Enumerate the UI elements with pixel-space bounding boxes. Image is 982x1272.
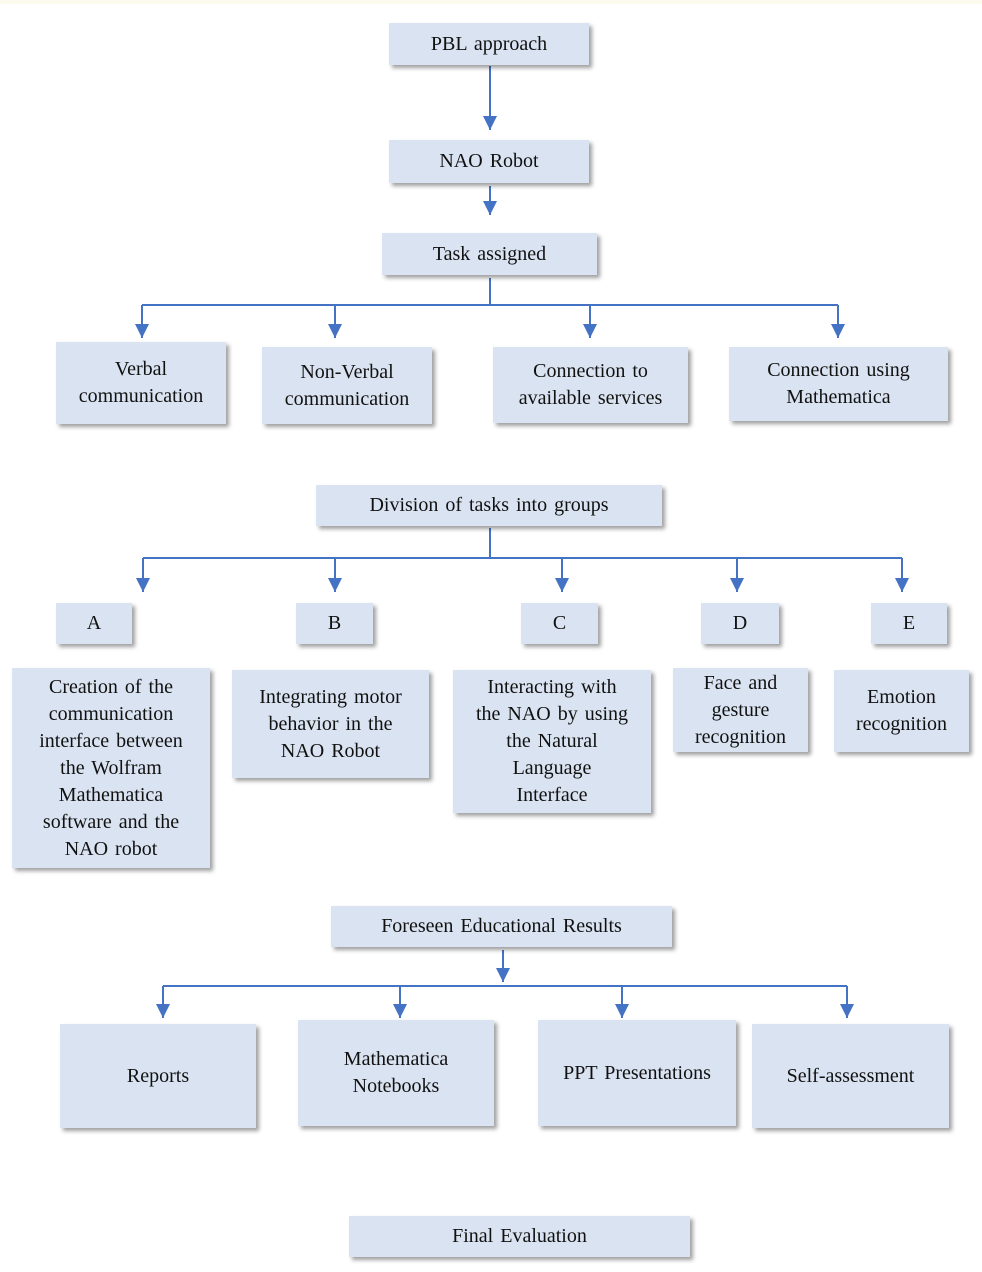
result-label-self-assessment: Self-assessment (786, 1064, 915, 1087)
final-evaluation-box: Final Evaluation (349, 1216, 690, 1257)
group-task-c-label: Interacting with the NAO by using the Na… (475, 676, 629, 806)
area-box-verbal: Verbal communication (56, 342, 226, 424)
division-box: Division of tasks into groups (316, 485, 662, 526)
area-label-mathematica: Connection using Mathematica (767, 359, 910, 408)
task-assigned-box: Task assigned (382, 233, 597, 275)
foreseen-results-label: Foreseen Educational Results (381, 915, 622, 937)
pbl-approach-label: PBL approach (430, 32, 548, 55)
group-letter-c: C (521, 603, 598, 644)
area-label-non-verbal: Non-Verbal communication (284, 360, 410, 410)
area-box-services: Connection to available services (493, 347, 688, 423)
group-letter-b-label: B (327, 612, 342, 634)
group-task-d: Face and gesture recognition (673, 668, 808, 752)
final-evaluation-label: Final Evaluation (452, 1225, 587, 1247)
division-label: Division of tasks into groups (369, 494, 609, 516)
group-letter-d-label: D (732, 612, 748, 634)
nao-robot-box: NAO Robot (389, 140, 589, 183)
pbl-approach-box: PBL approach (389, 23, 589, 65)
group-letter-e-label: E (902, 612, 916, 634)
result-label-notebooks: Mathematica Notebooks (343, 1048, 449, 1097)
group-letter-c-label: C (552, 612, 567, 634)
group-task-b: Integrating motor behavior in the NAO Ro… (232, 670, 429, 778)
group-task-a: Creation of the communication interface … (12, 668, 210, 868)
nao-robot-label: NAO Robot (439, 150, 539, 172)
task-assigned-label: Task assigned (432, 242, 547, 265)
result-box-reports: Reports (60, 1024, 256, 1128)
group-task-b-label: Integrating motor behavior in the NAO Ro… (259, 685, 402, 762)
area-box-mathematica: Connection using Mathematica (729, 347, 948, 421)
foreseen-results-box: Foreseen Educational Results (331, 906, 672, 947)
group-task-a-label: Creation of the communication interface … (39, 675, 183, 860)
result-label-ppt: PPT Presentations (563, 1061, 711, 1084)
group-task-c: Interacting with the NAO by using the Na… (453, 670, 651, 813)
top-strip (0, 0, 982, 4)
result-box-notebooks: Mathematica Notebooks (298, 1020, 494, 1126)
area-label-services: Connection to available services (518, 360, 663, 409)
group-letter-a-label: A (86, 612, 102, 634)
result-box-ppt: PPT Presentations (538, 1020, 736, 1126)
group-letter-d: D (701, 603, 779, 644)
group-task-d-label: Face and gesture recognition (694, 671, 787, 748)
group-letter-b: B (296, 603, 373, 644)
result-box-self-assessment: Self-assessment (752, 1024, 949, 1128)
group-task-e: Emotion recognition (834, 670, 969, 752)
group-task-e-label: Emotion recognition (855, 686, 948, 735)
area-label-verbal: Verbal communication (78, 358, 204, 407)
area-box-non-verbal: Non-Verbal communication (262, 347, 432, 424)
group-letter-e: E (871, 603, 947, 644)
group-letter-a: A (56, 603, 132, 644)
result-label-reports: Reports (126, 1064, 190, 1087)
